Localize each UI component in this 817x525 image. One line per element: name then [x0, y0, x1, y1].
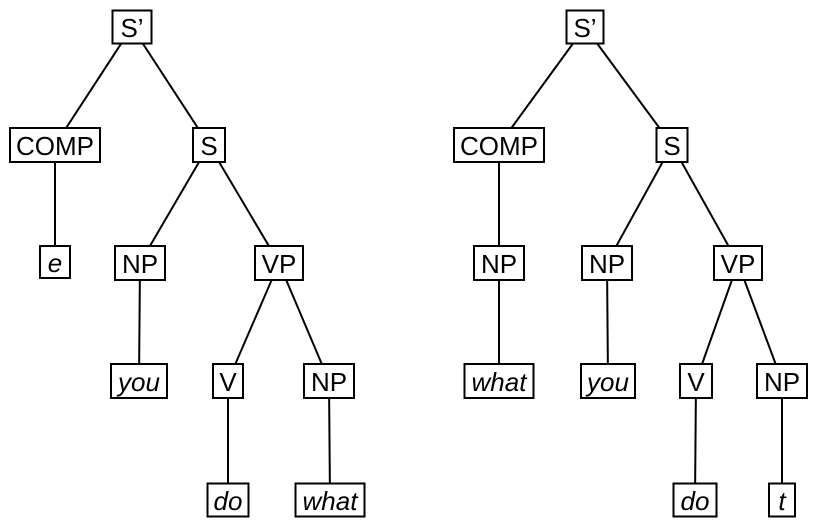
tree-right-tree: S’ COMP S NP NP VP what you V NP do t	[453, 9, 808, 518]
node-label: you	[116, 367, 160, 397]
node-label: S	[663, 131, 680, 161]
node-left-tree-e: e	[39, 245, 71, 279]
node-box	[9, 127, 101, 163]
node-left-tree-s: S	[192, 127, 226, 163]
node-right-tree-v: V	[679, 363, 713, 399]
node-box	[756, 363, 808, 399]
node-box	[254, 245, 304, 281]
node-label: what	[303, 486, 360, 516]
edge-np1-you	[138, 262, 141, 382]
node-label: NP	[481, 249, 517, 279]
edge-np2-what	[328, 380, 331, 501]
edge-np1-you	[606, 262, 609, 382]
node-label: VP	[262, 249, 297, 279]
node-right-tree-comp: COMP	[453, 127, 545, 163]
node-label: t	[778, 486, 787, 516]
node-label: what	[472, 367, 529, 397]
node-label: you	[585, 367, 629, 397]
node-box	[212, 363, 244, 399]
node-label: COMP	[16, 131, 94, 161]
node-left-tree-do: do	[206, 482, 250, 518]
node-label: V	[219, 367, 237, 397]
node-box	[294, 482, 366, 518]
node-right-tree-np2: NP	[756, 363, 808, 399]
node-label: S’	[573, 13, 596, 43]
edge-sbar-s	[131, 26, 210, 146]
node-left-tree-what: what	[294, 482, 366, 518]
edge-vp-v	[695, 262, 739, 382]
node-left-tree-np2: NP	[303, 363, 355, 399]
node-box	[453, 127, 545, 163]
node-label: do	[681, 486, 710, 516]
node-left-tree-v: V	[212, 363, 244, 399]
node-label: S	[200, 131, 217, 161]
node-label: V	[687, 367, 705, 397]
edge-sbar-s	[584, 26, 673, 146]
node-box	[463, 363, 535, 399]
node-box	[192, 127, 226, 163]
node-box	[39, 245, 71, 279]
node-label: VP	[721, 249, 756, 279]
node-left-tree-sbar: S’	[111, 9, 153, 45]
edge-s-np1	[139, 144, 210, 264]
node-label: NP	[311, 367, 347, 397]
edge-sbar-comp	[54, 26, 133, 146]
node-box	[713, 245, 763, 281]
node-left-tree-vp: VP	[254, 245, 304, 281]
node-box	[206, 482, 250, 518]
node-label: COMP	[460, 131, 538, 161]
node-label: NP	[764, 367, 800, 397]
node-right-tree-np1: NP	[581, 245, 633, 281]
edge-sbar-comp	[498, 26, 586, 146]
node-box	[655, 127, 689, 163]
node-right-tree-what: what	[463, 363, 535, 399]
edge-vp-v	[227, 262, 280, 382]
node-right-tree-vp: VP	[713, 245, 763, 281]
node-box	[580, 363, 636, 399]
node-left-tree-np1: NP	[114, 245, 166, 281]
node-right-tree-do: do	[672, 482, 718, 518]
node-right-tree-s: S	[655, 127, 689, 163]
edge-s-vp	[671, 144, 739, 264]
node-right-tree-you: you	[580, 363, 636, 399]
node-right-tree-np0: NP	[473, 245, 525, 281]
edge-v-do	[694, 380, 697, 501]
node-label: do	[214, 486, 243, 516]
edge-vp-np2	[737, 262, 783, 382]
node-label: NP	[589, 249, 625, 279]
node-left-tree-comp: COMP	[9, 127, 101, 163]
node-label: e	[48, 248, 62, 278]
node-label: NP	[122, 249, 158, 279]
node-box	[473, 245, 525, 281]
node-box	[672, 482, 718, 518]
node-box	[114, 245, 166, 281]
node-box	[679, 363, 713, 399]
node-right-tree-sbar: S’	[565, 9, 605, 45]
node-left-tree-you: you	[110, 363, 168, 399]
node-right-tree-t: t	[768, 482, 796, 518]
edge-s-np1	[606, 144, 673, 264]
edge-s-vp	[208, 144, 280, 264]
node-box	[111, 9, 153, 45]
edge-vp-np2	[278, 262, 330, 382]
node-box	[581, 245, 633, 281]
node-box	[303, 363, 355, 399]
node-box	[768, 482, 796, 518]
node-box	[110, 363, 168, 399]
node-label: S’	[120, 13, 143, 43]
node-box	[565, 9, 605, 45]
